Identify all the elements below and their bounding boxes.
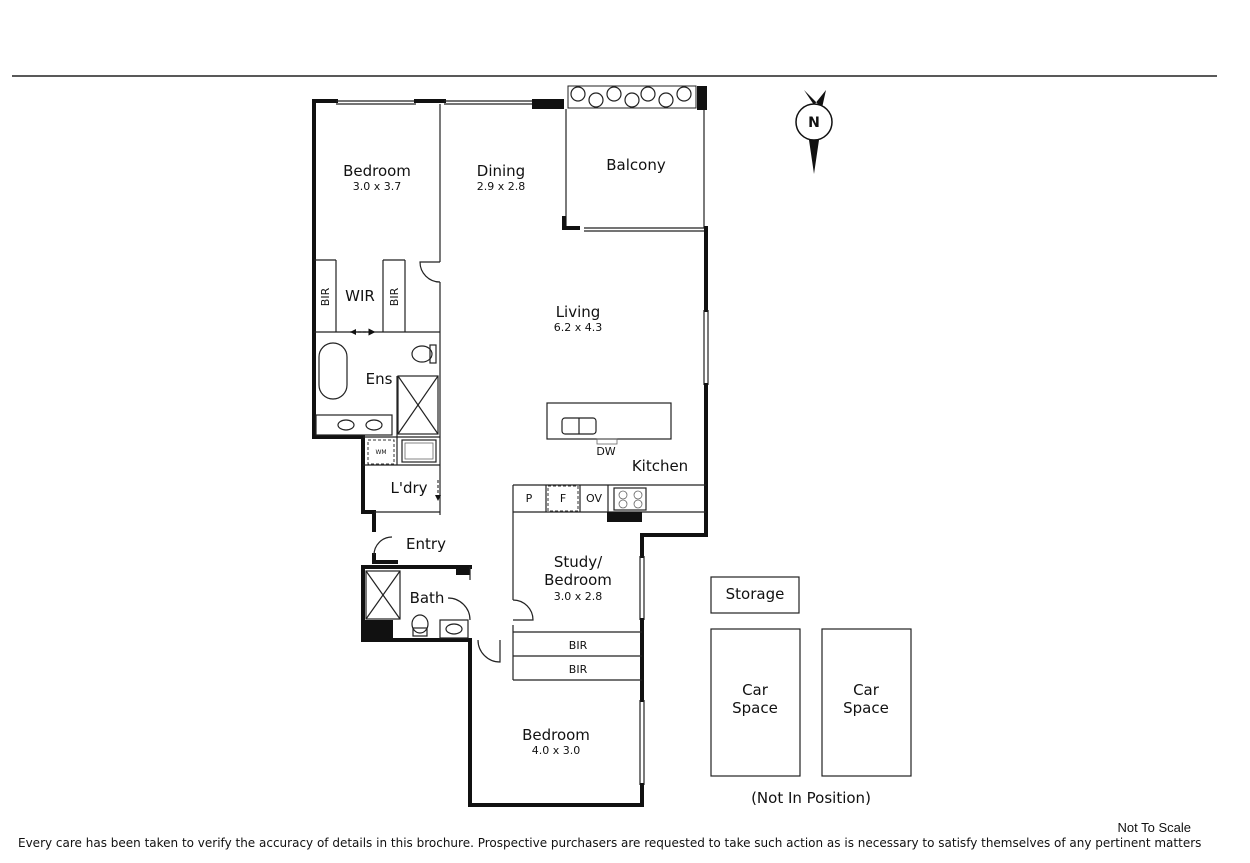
bir-left: BIR [319, 287, 332, 306]
car1-label-1: Car [742, 681, 769, 699]
dining-name: Dining [477, 162, 525, 180]
pantry-label: P [526, 492, 533, 505]
wm-label: WM [375, 449, 386, 456]
bedroom1-name: Bedroom [343, 162, 411, 180]
balcony-planters [567, 85, 697, 109]
balcony-name: Balcony [606, 156, 666, 174]
dw-label: DW [596, 445, 615, 458]
car1-label-2: Space [732, 699, 778, 717]
disclaimer-text: Every care has been taken to verify the … [18, 836, 1202, 850]
wir-name: WIR [345, 287, 375, 305]
study-name-1: Study/ [554, 553, 603, 571]
living-dims: 6.2 x 4.3 [554, 321, 603, 334]
study-name-2: Bedroom [544, 571, 612, 589]
car-space-1 [710, 628, 801, 777]
fridge-label: F [560, 492, 566, 505]
storage-box [710, 576, 800, 614]
bath-name: Bath [410, 589, 445, 607]
storage-label: Storage [726, 585, 785, 603]
interior-walls [314, 104, 706, 681]
car-space-2 [821, 628, 912, 777]
oven-label: OV [586, 492, 602, 505]
bath-fixtures [365, 570, 469, 639]
ensuite-fixtures [315, 342, 439, 465]
laundry-name: L'dry [390, 479, 427, 497]
kitchen-name: Kitchen [632, 457, 688, 475]
compass-icon: N [795, 90, 833, 174]
kitchen-fixtures [545, 402, 672, 512]
outer-walls [312, 86, 709, 807]
bedroom2-name: Bedroom [522, 726, 590, 744]
living-name: Living [556, 303, 601, 321]
not-in-position-label: (Not In Position) [751, 789, 871, 807]
bedroom1-dims: 3.0 x 3.7 [353, 180, 402, 193]
study-dims: 3.0 x 2.8 [554, 590, 603, 603]
parking-storage [710, 576, 912, 777]
bir-study-1: BIR [569, 639, 588, 652]
car2-label-1: Car [853, 681, 880, 699]
car2-label-2: Space [843, 699, 889, 717]
labels: Bedroom 3.0 x 3.7 Dining 2.9 x 2.8 Balco… [319, 156, 889, 807]
not-to-scale-note: Not To Scale [1117, 820, 1191, 835]
bir-study-2: BIR [569, 663, 588, 676]
entry-name: Entry [406, 535, 446, 553]
dining-dims: 2.9 x 2.8 [477, 180, 526, 193]
bedroom2-dims: 4.0 x 3.0 [532, 744, 581, 757]
ensuite-name: Ens [366, 370, 393, 388]
compass-label: N [808, 115, 820, 131]
bir-right: BIR [388, 287, 401, 306]
